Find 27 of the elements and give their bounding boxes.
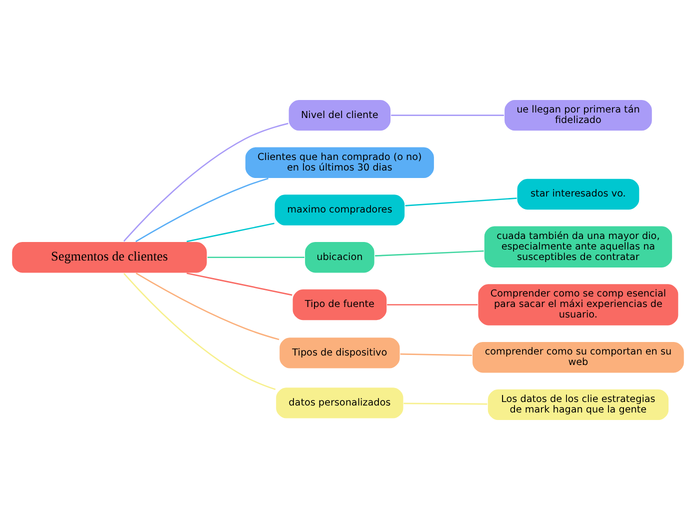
node-box: Segmentos de clientes: [11, 241, 208, 274]
connector: [123, 272, 276, 390]
connector: [391, 114, 504, 116]
connector: [123, 122, 288, 242]
connector: [136, 272, 280, 340]
connector: [208, 256, 304, 258]
connector: [186, 222, 274, 242]
connector: [135, 178, 268, 242]
connector: [400, 353, 472, 356]
node-box: Tipos de dispositivo: [278, 336, 401, 370]
node-box: Comprender como se comp esencial para sacar el máxi experiencias de usuario.: [477, 283, 680, 326]
connector: [387, 304, 478, 306]
connector: [374, 250, 484, 256]
connector: [404, 402, 488, 405]
node-box: star interesados vo.: [516, 178, 640, 210]
node-box: cuada también da una mayor dio, especialmente ante aquellas na susceptibles de contratar: [484, 225, 673, 268]
node-box: Clientes que han comprado (o no) en los últimos 30 dias: [244, 146, 435, 179]
node-box: maximo compradores: [274, 194, 406, 226]
node-box: ubicacion: [304, 241, 376, 274]
connector: [186, 272, 292, 296]
node-box: Los datos de los clie estrategias de mark hagan que la gente: [487, 388, 670, 421]
node-box: comprender como su comportan en su web: [472, 341, 685, 374]
node-box: ue llegan por primera tán fidelizado: [504, 99, 653, 132]
node-box: datos personalizados: [275, 386, 404, 420]
node-box: Nivel del cliente: [288, 99, 392, 132]
node-box: Tipo de fuente: [292, 288, 388, 321]
connector: [405, 198, 517, 206]
